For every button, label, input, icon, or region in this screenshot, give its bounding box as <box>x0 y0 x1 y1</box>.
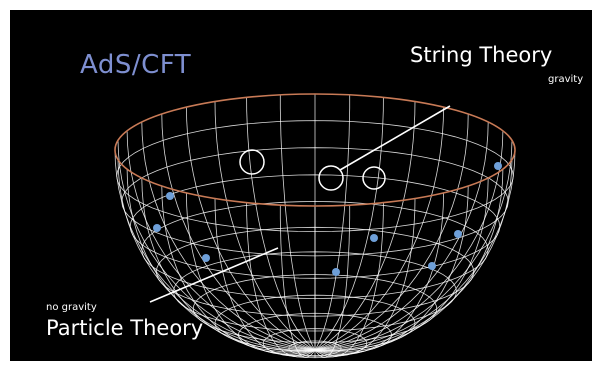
hemisphere-wireframe <box>114 94 516 359</box>
meridian-line <box>314 198 416 357</box>
boundary-particle-icon <box>202 254 210 262</box>
meridian-line <box>314 177 489 353</box>
meridian-line <box>117 140 316 351</box>
meridian-line <box>279 205 316 358</box>
meridian-line <box>314 113 469 351</box>
meridian-line <box>314 149 516 351</box>
meridian-line <box>186 107 316 351</box>
meridian-line <box>314 121 489 351</box>
string-loop-icon <box>362 166 386 190</box>
boundary-particles <box>153 162 502 276</box>
particle-theory-label: Particle Theory <box>46 316 204 340</box>
particle-theory-sublabel: no gravity <box>46 302 97 313</box>
string-loop-icon <box>239 149 265 175</box>
boundary-particle-icon <box>454 230 462 238</box>
meridian-line <box>314 97 384 351</box>
meridian-line <box>314 169 504 352</box>
boundary-particle-icon <box>494 162 502 170</box>
meridian-line <box>314 205 351 358</box>
boundary-rim <box>114 93 516 207</box>
meridian-line <box>161 113 316 351</box>
boundary-particle-icon <box>332 268 340 276</box>
page-title: AdS/CFT <box>80 50 192 80</box>
diagram-canvas: AdS/CFT String Theory gravity no gravity… <box>10 10 592 361</box>
meridian-line <box>314 94 351 351</box>
meridian-line <box>141 121 316 351</box>
meridian-line <box>186 192 316 355</box>
string-theory-sublabel: gravity <box>548 74 584 85</box>
meridian-line <box>314 107 444 351</box>
meridian-line <box>314 140 513 351</box>
meridian-line <box>279 94 316 351</box>
boundary-particle-icon <box>166 192 174 200</box>
boundary-particle-icon <box>370 234 378 242</box>
meridian-line <box>161 185 316 354</box>
closed-string-loops <box>239 149 386 191</box>
meridian-line <box>126 130 316 351</box>
particle-theory-pointer <box>149 247 279 303</box>
boundary-particle-icon <box>428 262 436 270</box>
meridian-line <box>126 169 316 352</box>
boundary-particle-icon <box>153 224 161 232</box>
string-loop-icon <box>318 165 344 191</box>
string-theory-pointer <box>339 105 451 171</box>
ads-bowl-diagram <box>114 93 516 359</box>
meridian-line <box>314 130 504 351</box>
meridian-line <box>214 101 316 351</box>
meridian-line <box>314 101 416 351</box>
meridian-line <box>141 177 316 353</box>
meridian-line <box>214 198 316 357</box>
string-theory-label: String Theory <box>410 43 553 67</box>
